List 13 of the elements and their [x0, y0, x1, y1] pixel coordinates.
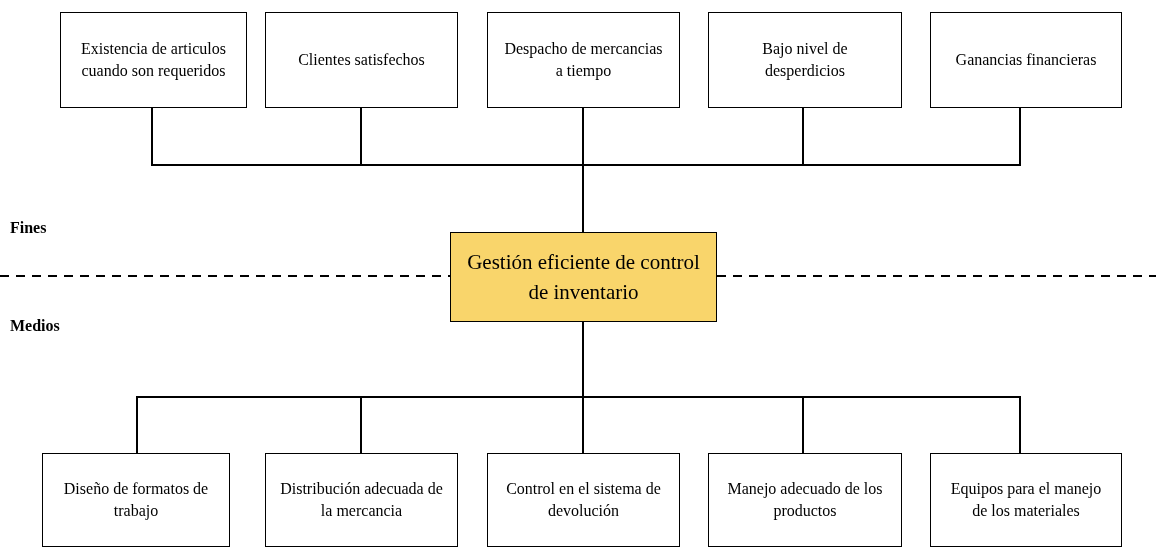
section-label: Fines [10, 218, 47, 238]
process-box: Diseño de formatos de trabajo [42, 453, 230, 547]
process-box: Distribución adecuada de la mercancia [265, 453, 458, 547]
section-label: Medios [10, 316, 60, 336]
central-goal-box: Gestión eficiente de control de inventario [450, 232, 717, 322]
process-box: Existencia de articulos cuando son requeridos [60, 12, 247, 108]
process-box: Despacho de mercancias a tiempo [487, 12, 680, 108]
process-box: Clientes satisfechos [265, 12, 458, 108]
process-box: Manejo adecuado de los productos [708, 453, 902, 547]
process-box: Ganancias financieras [930, 12, 1122, 108]
process-box: Bajo nivel de desperdicios [708, 12, 902, 108]
process-box: Equipos para el manejo de los materiales [930, 453, 1122, 547]
process-box: Control en el sistema de devolución [487, 453, 680, 547]
